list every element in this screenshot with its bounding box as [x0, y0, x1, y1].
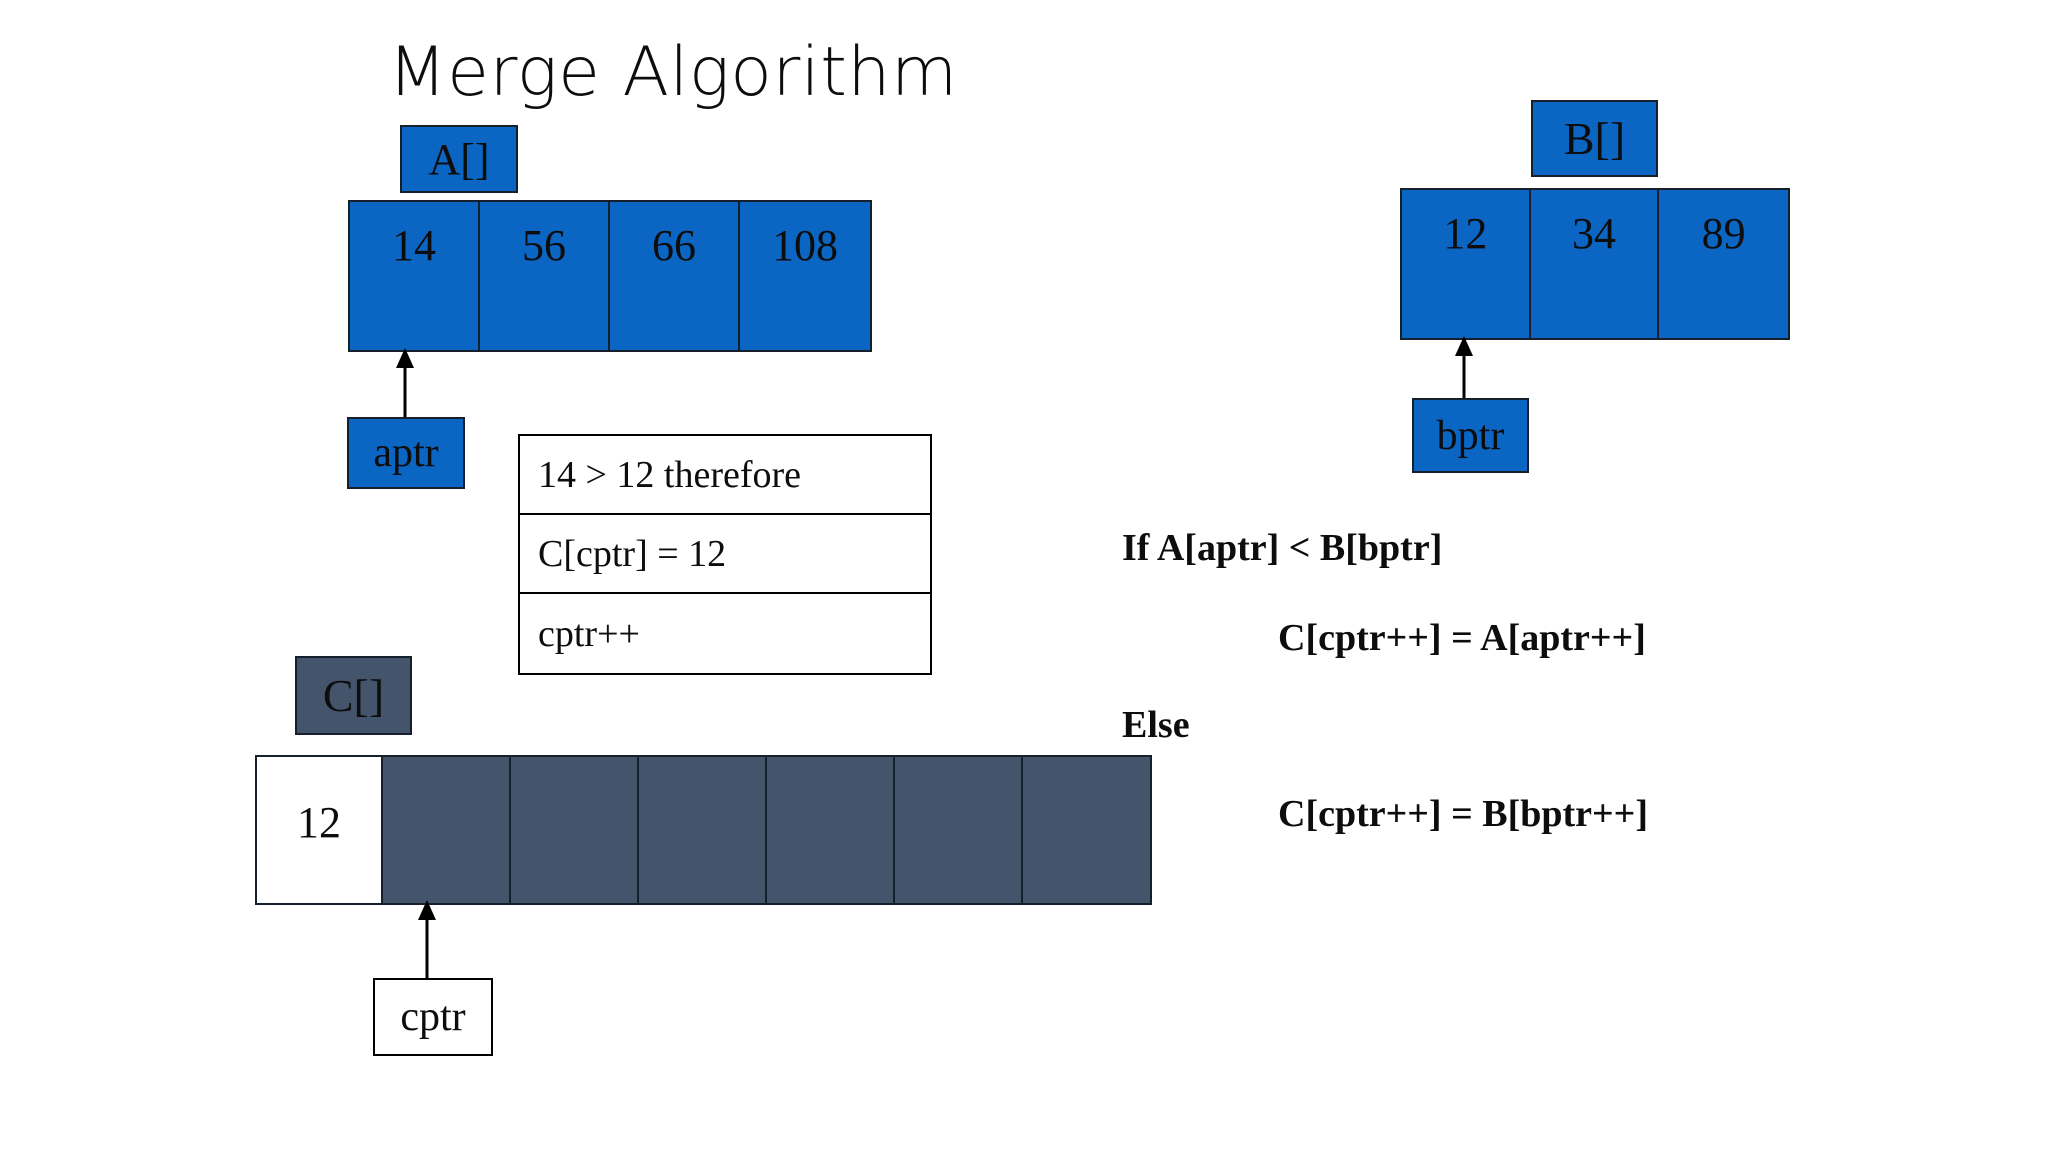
- pseudocode-else-body-line: C[cptr++] = B[bptr++]: [1278, 793, 1648, 835]
- page-title: Merge Algorithm: [388, 33, 958, 112]
- array-a-cell-value: 56: [522, 221, 566, 270]
- array-a-cell-value: 66: [652, 221, 696, 270]
- explanation-table: 14 > 12 therefore C[cptr] = 12 cptr++: [518, 434, 932, 675]
- array-b-cell-value: 34: [1572, 209, 1616, 258]
- array-b-cell[interactable]: 89: [1659, 190, 1788, 338]
- array-b-cell-value: 89: [1701, 209, 1746, 258]
- array-b-cell-value: 12: [1443, 209, 1488, 258]
- array-c-cell-value: 12: [297, 798, 341, 847]
- array-c-cell[interactable]: [383, 757, 511, 903]
- pseudocode-else-line: Else: [1122, 704, 1190, 746]
- array-a-cell-value: 14: [392, 221, 436, 270]
- aptr-label: aptr: [373, 430, 439, 476]
- bptr-box[interactable]: bptr: [1412, 398, 1529, 473]
- bptr-label: bptr: [1436, 412, 1505, 459]
- array-c: 12: [255, 755, 1152, 905]
- array-b: 12 34 89: [1400, 188, 1790, 340]
- array-b-cell[interactable]: 34: [1530, 190, 1660, 338]
- array-c-cell[interactable]: [767, 757, 895, 903]
- array-a-cell-value: 108: [772, 221, 838, 270]
- array-b-label: B[]: [1563, 113, 1626, 164]
- array-a-cell[interactable]: 108: [740, 202, 870, 350]
- explanation-row: cptr++: [520, 594, 930, 673]
- array-a-cell[interactable]: 56: [480, 202, 610, 350]
- aptr-box[interactable]: aptr: [347, 417, 465, 489]
- array-c-cell[interactable]: [895, 757, 1023, 903]
- array-c-cell[interactable]: [511, 757, 639, 903]
- aptr-arrow-icon: [396, 348, 414, 424]
- cptr-label: cptr: [400, 994, 466, 1040]
- pseudocode-if-line: If A[aptr] < B[bptr]: [1122, 527, 1443, 569]
- explanation-row: C[cptr] = 12: [520, 515, 930, 594]
- array-a-label-box: A[]: [400, 125, 518, 193]
- pseudocode-then-line: C[cptr++] = A[aptr++]: [1278, 617, 1646, 659]
- explanation-row-text: cptr++: [538, 612, 640, 655]
- explanation-row: 14 > 12 therefore: [520, 436, 930, 515]
- array-c-cell[interactable]: [1023, 757, 1150, 903]
- array-c-cell[interactable]: [639, 757, 767, 903]
- cptr-arrow-icon: [418, 900, 436, 988]
- array-a-cell[interactable]: 14: [350, 202, 480, 350]
- array-b-cell[interactable]: 12: [1402, 190, 1531, 338]
- array-b-label-box: B[]: [1531, 100, 1658, 177]
- array-c-label: C[]: [322, 670, 385, 721]
- array-a-cell[interactable]: 66: [610, 202, 740, 350]
- array-a-label: A[]: [428, 134, 490, 184]
- array-c-cell[interactable]: 12: [257, 757, 383, 903]
- cptr-box[interactable]: cptr: [373, 978, 493, 1056]
- explanation-row-text: C[cptr] = 12: [538, 532, 727, 575]
- array-a: 14 56 66 108: [348, 200, 872, 352]
- explanation-row-text: 14 > 12 therefore: [538, 453, 802, 496]
- array-c-label-box: C[]: [295, 656, 412, 735]
